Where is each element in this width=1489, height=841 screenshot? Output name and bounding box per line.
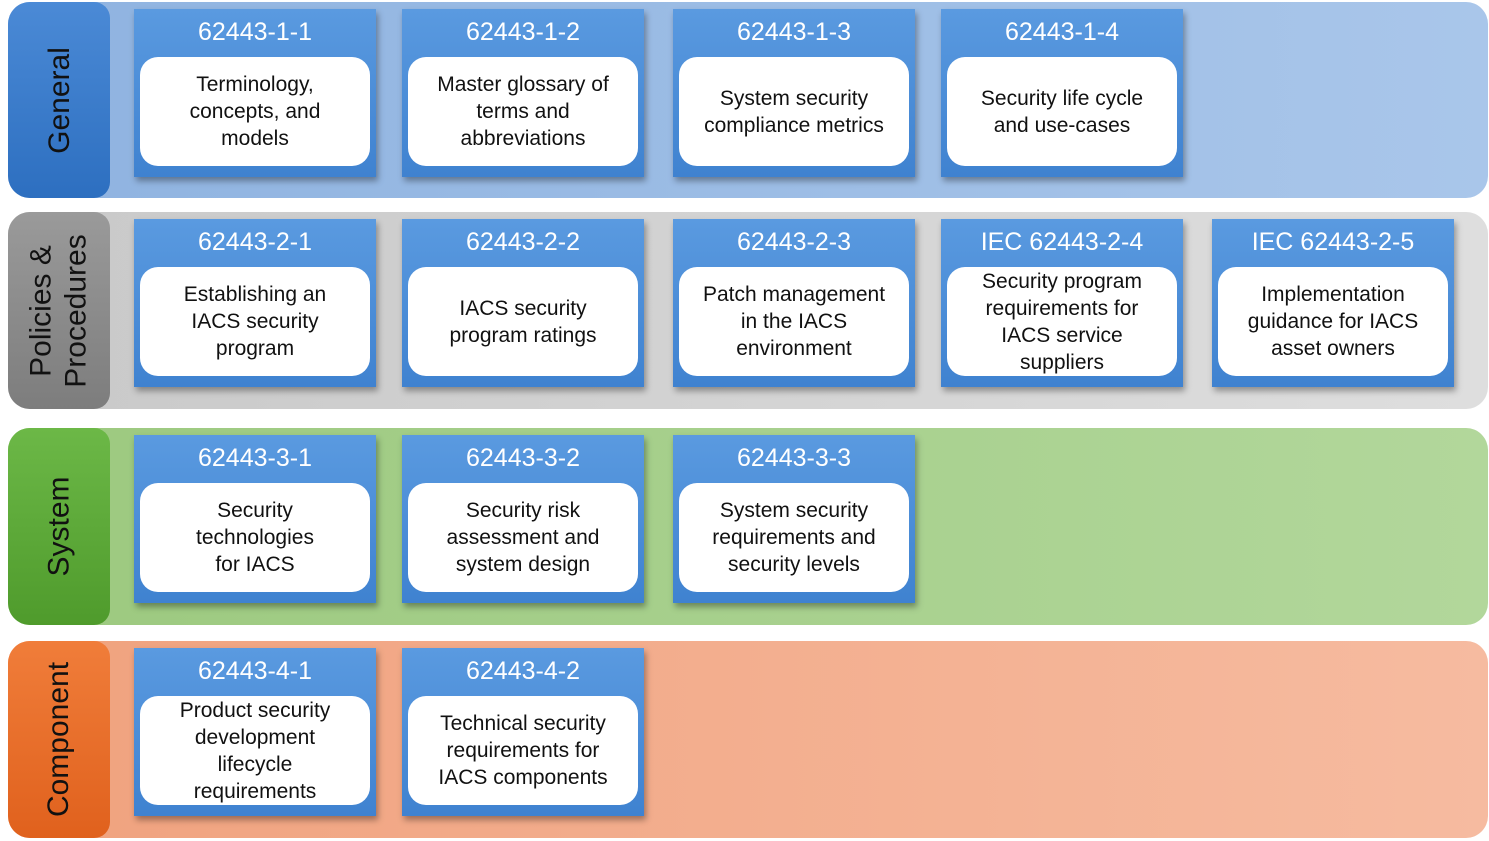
card-title: Security life cycle and use-cases — [980, 86, 1144, 137]
card-code: 62443-1-1 — [198, 18, 312, 46]
card-code: 62443-2-2 — [466, 228, 580, 256]
card-iec-62443-2-4: IEC 62443-2-4 Security program requireme… — [941, 219, 1183, 387]
card-body: System security compliance metrics — [679, 57, 909, 166]
card-title: Master glossary of terms and abbreviatio… — [437, 73, 609, 150]
band-label-text: Component — [42, 661, 76, 818]
card-code: 62443-1-4 — [1005, 18, 1119, 46]
card-code: 62443-2-3 — [737, 228, 851, 256]
card-code: IEC 62443-2-4 — [980, 228, 1144, 256]
card-code: 62443-3-3 — [737, 444, 851, 472]
card-title: System security requirements and securit… — [712, 499, 876, 576]
band-system: System 62443-3-1 Security technologies f… — [8, 428, 1488, 625]
card-title: Implementation guidance for IACS asset o… — [1247, 283, 1419, 360]
card-62443-1-4: 62443-1-4 Security life cycle and use-ca… — [941, 9, 1183, 177]
band-label-component: Component — [8, 641, 110, 838]
band-label-text: System — [42, 476, 76, 577]
card-body: Patch management in the IACS environment — [679, 267, 909, 376]
card-62443-4-2: 62443-4-2 Technical security requirement… — [402, 648, 644, 816]
card-62443-2-2: 62443-2-2 IACS security program ratings — [402, 219, 644, 387]
card-body: IACS security program ratings — [408, 267, 638, 376]
card-62443-1-3: 62443-1-3 System security compliance met… — [673, 9, 915, 177]
card-62443-3-3: 62443-3-3 System security requirements a… — [673, 435, 915, 603]
card-62443-4-1: 62443-4-1 Product security development l… — [134, 648, 376, 816]
band-policies-procedures: Policies & Procedures 62443-2-1 Establis… — [8, 212, 1488, 409]
card-title: Security technologies for IACS — [196, 499, 314, 576]
card-code: 62443-2-1 — [198, 228, 312, 256]
band-label-text: General — [42, 46, 76, 154]
card-code: 62443-3-2 — [466, 444, 580, 472]
card-title: System security compliance metrics — [704, 86, 884, 137]
card-body: Security technologies for IACS — [140, 483, 370, 592]
card-code: 62443-3-1 — [198, 444, 312, 472]
band-label-text: Policies & Procedures — [25, 233, 94, 388]
card-title: Security program requirements for IACS s… — [982, 269, 1142, 374]
card-body: System security requirements and securit… — [679, 483, 909, 592]
card-title: IACS security program ratings — [449, 296, 597, 347]
card-code: 62443-4-2 — [466, 657, 580, 685]
card-62443-3-1: 62443-3-1 Security technologies for IACS — [134, 435, 376, 603]
card-title: Patch management in the IACS environment — [702, 283, 886, 360]
card-62443-1-2: 62443-1-2 Master glossary of terms and a… — [402, 9, 644, 177]
card-code: 62443-1-2 — [466, 18, 580, 46]
card-body: Establishing an IACS security program — [140, 267, 370, 376]
band-label-general: General — [8, 2, 110, 198]
card-62443-2-3: 62443-2-3 Patch management in the IACS e… — [673, 219, 915, 387]
card-body: Master glossary of terms and abbreviatio… — [408, 57, 638, 166]
card-code: 62443-4-1 — [198, 657, 312, 685]
card-title: Product security development lifecycle r… — [179, 698, 331, 803]
card-code: 62443-1-3 — [737, 18, 851, 46]
card-62443-1-1: 62443-1-1 Terminology, concepts, and mod… — [134, 9, 376, 177]
card-62443-2-1: 62443-2-1 Establishing an IACS security … — [134, 219, 376, 387]
card-body: Security risk assessment and system desi… — [408, 483, 638, 592]
card-body: Security program requirements for IACS s… — [947, 267, 1177, 376]
card-title: Technical security requirements for IACS… — [438, 712, 608, 789]
band-general: General 62443-1-1 Terminology, concepts,… — [8, 2, 1488, 198]
card-iec-62443-2-5: IEC 62443-2-5 Implementation guidance fo… — [1212, 219, 1454, 387]
card-62443-3-2: 62443-3-2 Security risk assessment and s… — [402, 435, 644, 603]
card-title: Terminology, concepts, and models — [189, 73, 321, 150]
card-body: Implementation guidance for IACS asset o… — [1218, 267, 1448, 376]
band-label-policies-procedures: Policies & Procedures — [8, 212, 110, 409]
card-body: Technical security requirements for IACS… — [408, 696, 638, 805]
card-title: Security risk assessment and system desi… — [446, 499, 600, 576]
card-body: Terminology, concepts, and models — [140, 57, 370, 166]
band-label-system: System — [8, 428, 110, 625]
card-body: Security life cycle and use-cases — [947, 57, 1177, 166]
card-title: Establishing an IACS security program — [183, 283, 327, 360]
band-component: Component 62443-4-1 Product security dev… — [8, 641, 1488, 838]
card-code: IEC 62443-2-5 — [1251, 228, 1415, 256]
card-body: Product security development lifecycle r… — [140, 696, 370, 805]
